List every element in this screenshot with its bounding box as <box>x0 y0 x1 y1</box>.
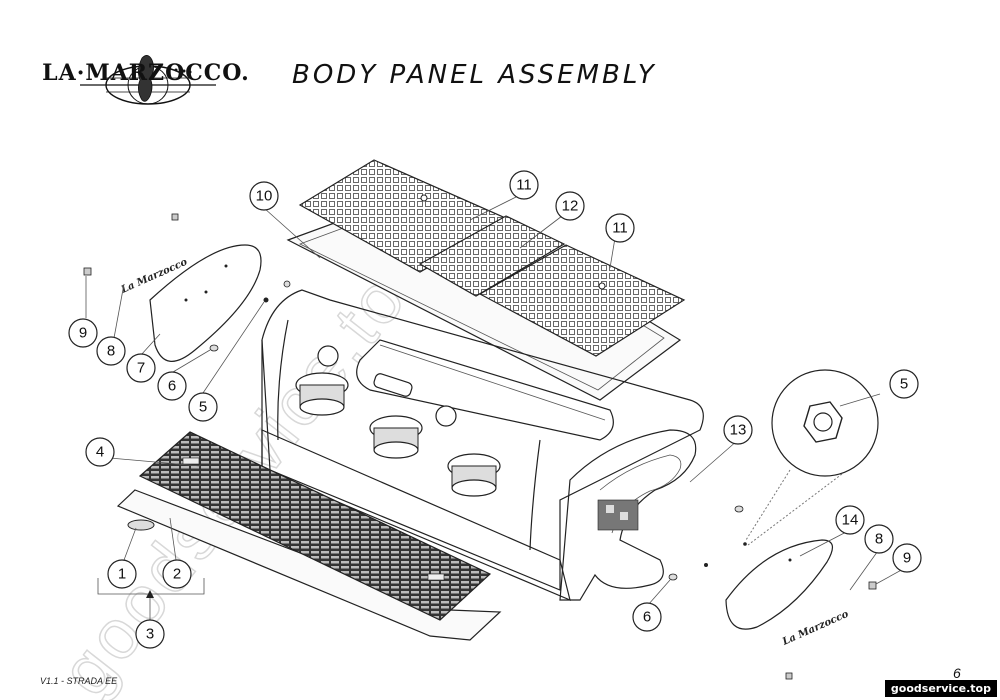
watermark-badge: goodservice.top <box>884 680 997 697</box>
nut-left <box>263 297 269 303</box>
svg-text:7: 7 <box>137 360 145 377</box>
nut-bottom-right <box>785 672 793 680</box>
svg-text:8: 8 <box>107 343 115 360</box>
svg-text:13: 13 <box>730 422 747 439</box>
washer-right <box>668 573 678 581</box>
la-marzocco-logo: LA·MARZOCCO. <box>42 55 250 105</box>
group-head-3 <box>447 453 501 497</box>
screw-left <box>83 267 92 276</box>
pressure-gauge-right <box>435 405 457 427</box>
callout-1: 1 <box>107 559 137 589</box>
callout-6-right: 6 <box>632 602 662 632</box>
callout-9-left: 9 <box>68 318 98 348</box>
callout-8-right: 8 <box>864 524 894 554</box>
group-head-1 <box>295 372 349 416</box>
callout-14: 14 <box>835 505 865 535</box>
svg-text:5: 5 <box>900 376 908 393</box>
svg-text:11: 11 <box>612 220 628 237</box>
side-panel-right: La Marzocco <box>725 539 851 648</box>
leader-lines <box>85 195 906 620</box>
callout-8-left: 8 <box>96 336 126 366</box>
bolt-top <box>283 280 291 288</box>
footer-model: V1.1 - STRADA EE <box>40 676 118 686</box>
machine-body <box>261 289 704 602</box>
svg-text:1: 1 <box>118 566 126 583</box>
washer-left <box>209 344 219 352</box>
page-title: BODY PANEL ASSEMBLY <box>292 60 657 90</box>
cup-tray-grill-middle <box>418 215 566 297</box>
pressure-gauge-left <box>317 345 339 367</box>
svg-text:6: 6 <box>643 609 651 626</box>
svg-text:3: 3 <box>146 626 154 643</box>
svg-text:9: 9 <box>79 325 87 342</box>
brand-wordmark: LA·MARZOCCO. <box>42 60 250 86</box>
svg-text:2: 2 <box>173 566 181 583</box>
callout-13: 13 <box>723 415 753 445</box>
callout-7: 7 <box>126 353 156 383</box>
side-logo-right: La Marzocco <box>780 609 851 648</box>
callout-11-left: 11 <box>509 170 539 200</box>
group-head-2 <box>369 415 423 459</box>
callout-6-left: 6 <box>157 371 187 401</box>
callout-3: 3 <box>135 619 165 649</box>
callout-10: 10 <box>249 181 279 211</box>
callout-11-right: 11 <box>605 213 635 243</box>
svg-text:14: 14 <box>842 512 859 529</box>
nut-top-left <box>171 213 179 221</box>
top-panel-assembly <box>286 159 686 401</box>
page-number: 6 <box>953 665 961 681</box>
side-frame-right <box>559 429 697 601</box>
drip-tray-grill <box>138 431 492 621</box>
callout-5-right: 5 <box>889 369 919 399</box>
svg-text:9: 9 <box>903 550 911 567</box>
drip-tray-assembly <box>116 431 502 641</box>
svg-text:11: 11 <box>516 177 532 194</box>
nut-right <box>704 563 708 567</box>
callout-2: 2 <box>162 559 192 589</box>
callout-5-left: 5 <box>188 392 218 422</box>
screw-right <box>868 581 877 590</box>
svg-text:5: 5 <box>199 399 207 416</box>
cup-tray-grill-right <box>478 244 686 357</box>
nut-detail-magnifier <box>743 369 879 546</box>
side-panel-left: La Marzocco <box>119 244 262 362</box>
svg-text:12: 12 <box>562 198 579 215</box>
callout-12: 12 <box>555 191 585 221</box>
svg-text:10: 10 <box>256 188 273 205</box>
callout-4: 4 <box>85 437 115 467</box>
drip-tray-badge <box>127 519 155 531</box>
svg-text:6: 6 <box>168 378 176 395</box>
washer-small-right <box>734 505 744 513</box>
svg-text:8: 8 <box>875 531 883 548</box>
callout-9-right: 9 <box>892 543 922 573</box>
svg-text:4: 4 <box>96 444 104 461</box>
